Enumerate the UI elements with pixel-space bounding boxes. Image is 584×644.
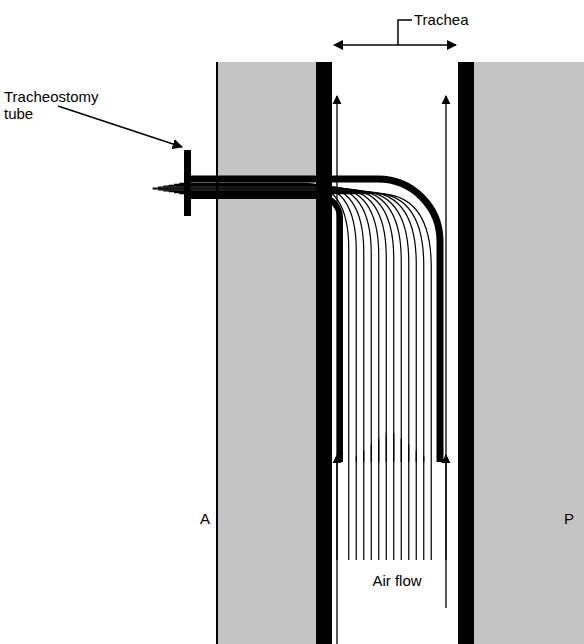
part-label: Tracheostomy tube <box>4 88 104 123</box>
anterior-tissue <box>218 62 316 644</box>
structure-label: Trachea <box>414 11 494 28</box>
airflow-arrow <box>336 455 337 560</box>
trachea-leader <box>398 20 412 45</box>
tube-outer-wall <box>190 179 440 462</box>
posterior-tissue <box>474 62 584 644</box>
tube-flange <box>184 150 191 216</box>
airflow-arrow <box>445 96 446 608</box>
airflow-arrow <box>445 455 446 560</box>
airflow-arrow <box>336 96 337 644</box>
anterior-tracheal-wall <box>316 62 332 644</box>
posterior-tracheal-wall <box>458 62 474 644</box>
tube-inner-wall <box>190 196 340 462</box>
flow-lines <box>153 183 432 560</box>
flow-label: Air flow <box>372 572 422 589</box>
tube-leader <box>58 106 182 147</box>
trachea-dimension <box>334 44 456 46</box>
orientation-label: A <box>196 510 214 527</box>
orientation-label: P <box>560 510 578 527</box>
skin-line <box>216 62 218 644</box>
